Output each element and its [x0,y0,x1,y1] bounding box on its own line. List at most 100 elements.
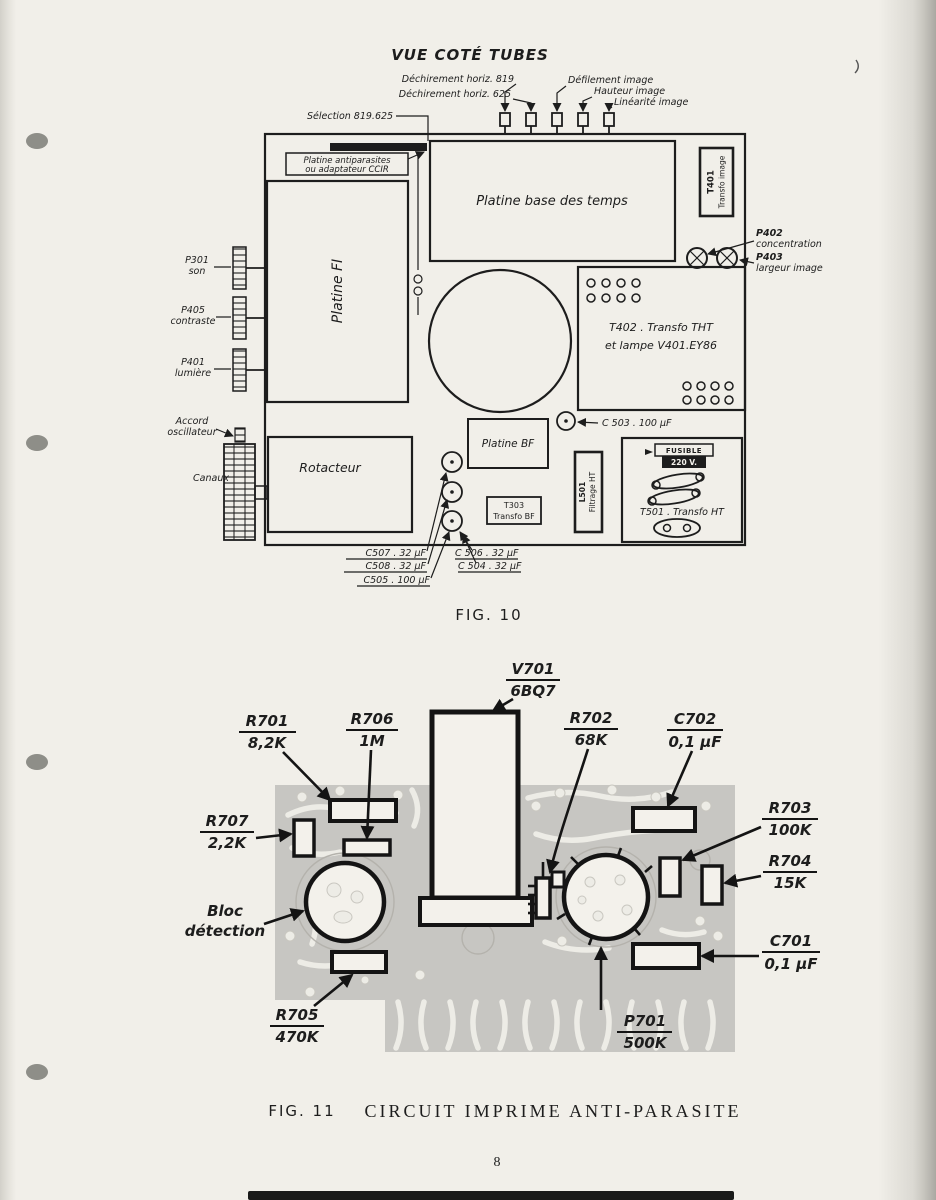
t401-labels: T401 Transfo image [707,155,727,209]
label-p403: P403 [756,252,783,263]
r702-component [528,862,552,920]
fig10-diagram: VUE COTÉ TUBES Déchirement horiz. 819 Dé… [167,45,823,624]
fig10-caption: FIG. 10 [455,606,522,624]
c702-capacitor [631,806,697,833]
label-v701-value: 6BQ7 [510,682,556,700]
scan-bottom-strip [248,1191,734,1200]
r701-resistor [328,798,398,823]
c503-dot [564,419,568,423]
label-p405-contraste: contraste [170,316,215,327]
label-p401-lumiere: lumière [175,368,211,379]
label-r701-value: 8,2K [248,734,288,752]
label-c508: C508 . 32 µF [366,561,427,572]
label-r703-value: 100K [769,821,813,839]
label-c702: C702 [674,710,716,728]
label-r702: R702 [570,709,613,727]
leader-c508 [427,499,450,565]
r707-resistor [292,818,316,858]
label-r706-value: 1M [359,732,384,750]
label-r707: R707 [206,812,249,830]
leader-c504 [462,534,477,564]
label-r707-value: 2,2K [208,834,248,852]
label-p401: P401 [181,357,205,368]
r703-resistor [658,856,682,898]
fuse-holders [647,472,705,506]
label-canaux: Canaux [193,473,229,484]
fusible-pointer [645,449,653,455]
fig10-title: VUE COTÉ TUBES [391,45,549,64]
label-dechirement-819: Déchirement horiz. 819 [402,74,514,85]
r706-resistor [342,838,392,857]
leader-defilement [552,85,567,112]
label-selection-819-625: Sélection 819.625 [307,111,393,122]
platine-fi-box [265,179,410,404]
label-c503: C 503 . 100 µF [602,418,672,429]
leader-p403 [739,257,755,267]
leader-selection [396,115,429,141]
label-p402-concentration: concentration [756,239,822,250]
label-r705: R705 [276,1006,319,1024]
label-r703: R703 [769,799,812,817]
label-c505: C505 . 100 µF [364,575,431,586]
label-c507: C507 . 32 µF [366,548,427,559]
label-220v: 220 V. [671,458,697,467]
punch-hole [26,754,48,770]
leader-linearite [604,103,614,112]
page-edge-shadow-right [878,0,936,1200]
canaux-knob [223,443,268,541]
label-r702-value: 68K [575,731,609,749]
label-platine-bf: Platine BF [482,438,535,450]
leader-dech625 [512,98,536,112]
t401-box [698,146,735,218]
label-r704: R704 [769,852,812,870]
label-c506: C 506 . 32 µF [455,548,519,559]
pot-p401 [214,348,266,392]
leader-accord [215,428,234,438]
label-t401: T401 [707,170,717,194]
r705-resistor [330,950,388,974]
r704-resistor [700,864,724,906]
p701-socket [550,847,653,946]
fig11-title: CIRCUIT IMPRIME ANTI-PARASITE [364,1101,741,1121]
platine-bf-box [467,418,549,469]
label-t303-transfo-bf: Transfo BF [492,512,535,521]
v701-socket-bar [418,896,534,927]
antiparasites-strip [330,143,427,151]
label-antiparasites-2: ou adaptateur CCIR [305,165,389,175]
t501-socket [653,518,701,538]
label-c701-value: 0,1 µF [764,955,818,973]
arrow-r703 [681,825,762,862]
label-t401-transfo-image: Transfo image [718,155,727,209]
c701-capacitor [631,942,701,970]
l501-labels: L501 Filtrage HT [578,471,597,512]
label-t501: T501 . Transfo HT [640,507,725,518]
antiparasites-label-box [285,152,409,176]
label-platine-fi: Platine FI [330,259,346,323]
label-fusible: FUSIBLE [666,447,702,455]
label-c702-value: 0,1 µF [668,733,722,751]
bloc-detection-module [303,860,387,944]
arrow-r704 [723,873,762,888]
punch-hole [26,435,48,451]
t402-holes-bottom [682,381,734,405]
arrow-r707 [255,828,293,843]
arrow-r702 [546,748,590,874]
label-platine-base-temps: Platine base des temps [476,194,628,209]
leader-dech819 [500,83,517,112]
label-dechirement-625: Déchirement horiz. 625 [399,89,511,100]
speaker-hole [427,268,573,414]
label-accord-1: Accord [175,416,210,427]
arrow-v701 [491,697,514,713]
label-accord-2: oscillateur [167,427,217,438]
punch-holes [26,133,48,1080]
stray-pen-mark [854,59,859,74]
pot-p405 [216,296,266,340]
label-r705-value: 470K [275,1028,320,1046]
label-r706: R706 [351,710,394,728]
fusible-voltage-box [662,456,706,468]
page-edge-shadow-left [0,0,16,1200]
punch-hole [26,1064,48,1080]
fig11-diagram: V701 6BQ7 R701 8,2K R706 1M R702 68K C70… [185,660,820,1121]
c503-capacitor [556,411,576,431]
label-t402-2: et lampe V401.EY86 [605,339,717,352]
